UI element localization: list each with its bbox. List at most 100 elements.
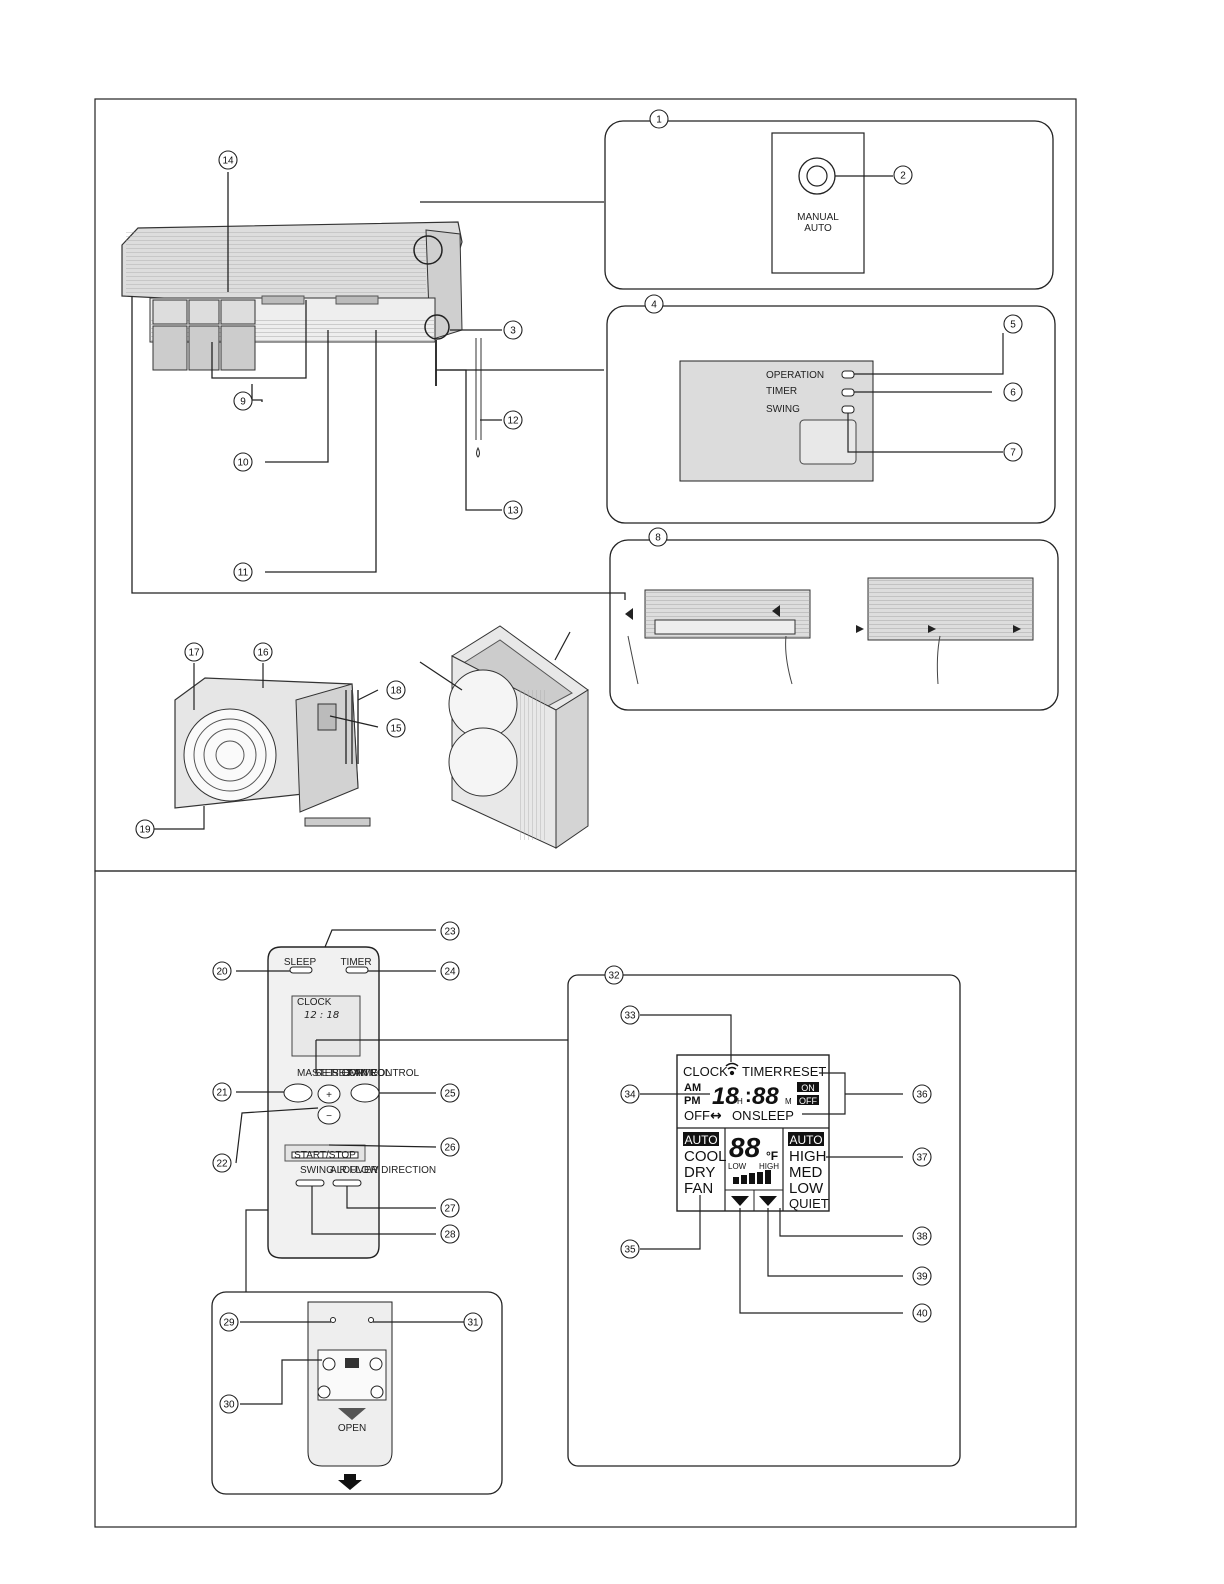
set-temp-label: SET TEMP: [315, 1068, 365, 1079]
lcd-mode-cool: COOL: [684, 1148, 727, 1165]
lcd-fan-quiet: QUIET: [789, 1196, 829, 1211]
callout-number: 17: [188, 648, 200, 659]
lcd-fan-med: MED: [789, 1164, 823, 1181]
callout-13: 13: [503, 500, 523, 520]
air-filters: [152, 299, 256, 371]
callout-19: 19: [135, 819, 155, 839]
callout-25: 25: [440, 1083, 460, 1103]
callout-number: 9: [240, 397, 246, 408]
sleep-button[interactable]: [289, 966, 313, 974]
callout-18: 18: [386, 680, 406, 700]
lcd-panel: [676, 1054, 830, 1212]
callout-34: 34: [620, 1084, 640, 1104]
callout-number: 14: [222, 156, 234, 167]
box-lcd-display: [567, 974, 961, 1467]
callout-21: 21: [212, 1082, 232, 1102]
timer-lamp: [841, 388, 855, 397]
callout-35: 35: [620, 1239, 640, 1259]
air-flow-direction-button[interactable]: [332, 1179, 362, 1187]
callout-12: 12: [503, 410, 523, 430]
callout-7: 7: [1003, 442, 1023, 462]
callout-36: 36: [912, 1084, 932, 1104]
master-control-button[interactable]: [283, 1083, 313, 1103]
start-stop-button[interactable]: [291, 1151, 359, 1159]
sleep-button-label: SLEEP: [284, 957, 317, 968]
lcd-temp: 88: [729, 1132, 761, 1163]
swing-louver-button[interactable]: [295, 1179, 325, 1187]
callout-number: 23: [444, 927, 456, 938]
callout-40: 40: [912, 1303, 932, 1323]
callout-9: 9: [233, 391, 253, 411]
filter-close-illustration: [856, 577, 1034, 685]
plus-button[interactable]: [317, 1084, 341, 1104]
swing-louver-label: SWING LOUVER: [300, 1165, 378, 1176]
callout-number: 16: [257, 648, 269, 659]
callout-number: 29: [223, 1318, 235, 1329]
temperature-level-bars: [733, 1170, 771, 1184]
outdoor-unit-small: [174, 677, 371, 827]
operation-label: OPERATION: [766, 370, 824, 381]
lcd-arrow: ↔: [710, 1108, 722, 1124]
manual-label: MANUAL: [797, 212, 839, 223]
callout-38: 38: [912, 1226, 932, 1246]
callout-number: 27: [444, 1204, 456, 1215]
callout-number: 38: [916, 1232, 928, 1243]
lcd-fan-auto: AUTO: [789, 1133, 822, 1147]
callout-number: 28: [444, 1230, 456, 1241]
callout-number: 30: [223, 1400, 235, 1411]
remote-clock-time: 12 : 18: [304, 1010, 339, 1021]
lcd-clock: CLOCK: [683, 1064, 728, 1079]
callout-15: 15: [386, 718, 406, 738]
lcd-mode-auto: AUTO: [684, 1133, 717, 1147]
operation-lamp: [841, 370, 855, 379]
callout-number: 19: [139, 825, 151, 836]
lcd-minutes: 88: [752, 1083, 779, 1110]
leader-lines-remote: [235, 929, 568, 1292]
callout-number: 5: [1010, 320, 1016, 331]
callout-number: 40: [916, 1309, 928, 1320]
callout-number: 21: [216, 1088, 228, 1099]
callout-number: 22: [216, 1159, 228, 1170]
lcd-timer: TIMER: [742, 1064, 782, 1079]
set-time-label: SET TIME: [332, 1068, 378, 1079]
lcd-m: M: [785, 1097, 792, 1106]
box-remote-back: [211, 1291, 503, 1495]
lcd-mode-dry: DRY: [684, 1164, 715, 1181]
start-stop-label: START/STOP: [294, 1150, 356, 1161]
box-manual-auto: [604, 120, 1054, 290]
callout-number: 1: [656, 115, 662, 126]
callout-number: 12: [507, 416, 519, 427]
callout-number: 15: [390, 724, 402, 735]
lcd-mode-fan: FAN: [684, 1180, 713, 1197]
remote-timer-button[interactable]: [345, 966, 369, 974]
callout-number: 25: [444, 1089, 456, 1100]
lcd-fan-low: LOW: [789, 1180, 824, 1197]
leader-lines-top: [131, 172, 626, 600]
remote-back: [307, 1301, 393, 1490]
callout-number: 26: [444, 1143, 456, 1154]
minus-button[interactable]: [317, 1105, 341, 1125]
lcd-off: OFF: [684, 1108, 710, 1123]
callout-number: 6: [1010, 388, 1016, 399]
callout-number: 32: [608, 971, 620, 982]
fan-control-label: FAN CONTROL: [348, 1068, 420, 1079]
callout-23: 23: [440, 921, 460, 941]
plus-label: +: [326, 1090, 332, 1101]
callout-28: 28: [440, 1224, 460, 1244]
callout-11: 11: [233, 562, 253, 582]
callout-39: 39: [912, 1266, 932, 1286]
air-flow-direction-label: AIR FLOW DIRECTION: [330, 1165, 436, 1176]
lcd-fan-high: HIGH: [789, 1148, 827, 1165]
callout-27: 27: [440, 1198, 460, 1218]
callout-14: 14: [218, 150, 238, 170]
callout-6: 6: [1003, 382, 1023, 402]
swing-label: SWING: [766, 404, 800, 415]
bottom-panel-frame: [94, 870, 1077, 1528]
callout-number: 7: [1010, 448, 1016, 459]
callout-16: 16: [253, 642, 273, 662]
callout-number: 24: [444, 967, 456, 978]
fan-control-button[interactable]: [350, 1083, 380, 1103]
lcd-am: AM: [684, 1082, 701, 1094]
lcd-on: ON: [732, 1108, 752, 1123]
